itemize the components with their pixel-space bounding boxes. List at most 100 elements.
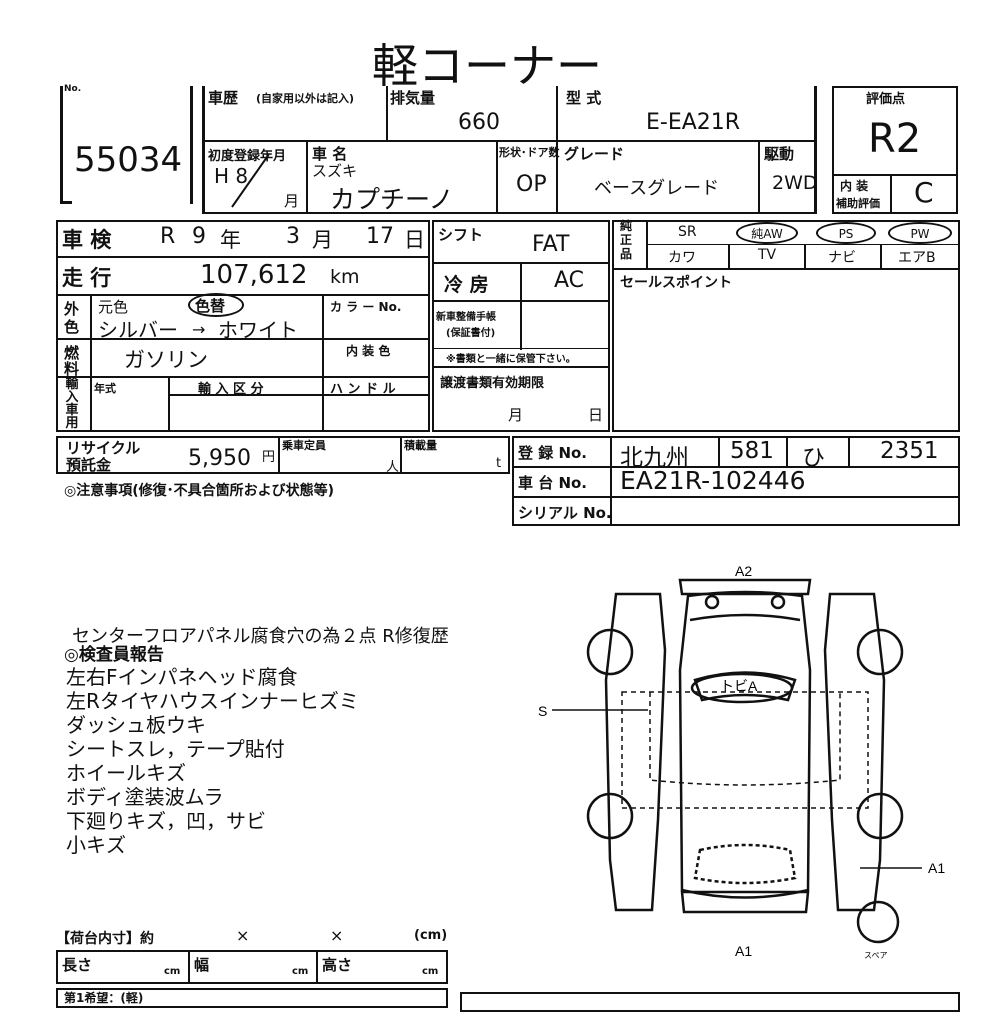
aircon-value: AC <box>554 268 585 293</box>
fuel-label-top: 燃 <box>64 344 80 362</box>
reg-class: 581 <box>730 438 774 464</box>
shift-label: シフト <box>438 226 484 244</box>
equip-ps: PS <box>816 222 876 244</box>
load-unit: t <box>496 456 502 471</box>
color-arrow: → <box>192 320 206 339</box>
cargo-unit: (cm) <box>414 928 448 943</box>
load-label: 積載量 <box>404 439 437 452</box>
note-item: ホイールキズ <box>66 761 186 785</box>
model-value: E-EA21R <box>646 110 741 135</box>
import-label-1: 輸 <box>65 377 79 392</box>
equip-tv: TV <box>758 247 777 263</box>
diagram-label-tobi: トビA <box>720 678 758 694</box>
cargo-width-label: 幅 <box>194 956 210 974</box>
recycle-label: リサイクル <box>66 439 141 457</box>
repaint-label: 色替 <box>195 297 226 315</box>
diagram-label-s: S <box>538 703 547 719</box>
mileage-label: 走 行 <box>62 266 112 290</box>
displacement-value: 660 <box>458 110 500 135</box>
reg-kana: ひ <box>802 445 825 471</box>
import-type-label: 輸 入 区 分 <box>198 382 264 397</box>
mileage-unit: km <box>330 266 360 288</box>
import-year-label: 年式 <box>94 382 116 395</box>
transfer-month-unit: 月 <box>508 406 524 424</box>
mileage-value: 107,612 <box>200 260 308 290</box>
inspection-month: 3 <box>286 224 300 249</box>
warranty-label: 新車整備手帳 <box>436 312 496 323</box>
note-item: 下廻りキズ，凹，サビ <box>66 809 266 833</box>
orig-color-label: 元色 <box>98 298 129 316</box>
aircon-label: 冷 房 <box>444 274 489 296</box>
reg-no-label: 登 録 No. <box>518 444 588 462</box>
interior-rating: C <box>914 176 934 209</box>
first-reg-year: H 8 <box>214 164 249 188</box>
note-item: 小キズ <box>66 833 126 857</box>
cargo-label: 【荷台内寸】約 <box>56 931 154 947</box>
new-color: ホワイト <box>218 318 298 342</box>
capacity-unit: 人 <box>386 460 400 475</box>
diagram-label-spare: スペア <box>864 951 887 960</box>
color-label-bottom: 色 <box>64 318 80 336</box>
recycle-value: 5,950 <box>188 446 251 471</box>
equip-airbag: エアB <box>898 250 936 266</box>
grade-label: グレード <box>564 145 625 163</box>
model-label: 型 式 <box>566 89 602 107</box>
note-item: 左右Fインパネヘッド腐食 <box>66 665 298 689</box>
reg-number: 2351 <box>880 438 939 464</box>
inspector-report-label: ◎検査員報告 <box>64 645 164 665</box>
note-item: ダッシュ板ウキ <box>66 713 206 737</box>
import-label-2: 入 <box>65 390 79 405</box>
rating-label: 評価点 <box>866 92 906 107</box>
inspection-era: R <box>160 224 176 249</box>
diagram-label-a2: A2 <box>735 563 752 579</box>
car-name: カプチーノ <box>330 185 454 214</box>
recycle-sub-label: 預託金 <box>66 456 112 474</box>
grade-value: ベースグレード <box>594 178 720 199</box>
fuel-label-bottom: 料 <box>64 360 80 378</box>
equip-label-2: 正 <box>620 233 633 247</box>
sales-point-label: セールスポイント <box>620 275 732 291</box>
cargo-width-unit: cm <box>292 966 309 977</box>
page-title: 軽コーナー <box>372 39 602 93</box>
interior-color-label: 内 装 色 <box>346 344 391 358</box>
inspection-month-unit: 月 <box>312 228 333 252</box>
chassis-label: 車 台 No. <box>518 474 588 492</box>
handle-label: ハ ン ド ル <box>330 382 396 397</box>
equip-sr: SR <box>678 224 697 240</box>
warranty-note: ※書類と一緒に保管下さい。 <box>446 354 576 365</box>
car-name-label: 車 名 <box>312 145 348 163</box>
equip-pw: PW <box>888 222 952 244</box>
note-item: シートスレ，テープ貼付 <box>66 737 285 761</box>
serial-label: シリアル No. <box>518 504 612 522</box>
cargo-x1: × <box>236 926 250 945</box>
cargo-height-unit: cm <box>422 966 439 977</box>
car-diagram: A2 トビA S A1 A1 スペア <box>538 563 945 960</box>
color-no-label: カ ラ ー No. <box>330 300 402 314</box>
cargo-length-label: 長さ <box>62 956 93 974</box>
diagram-label-a1-side: A1 <box>928 860 945 876</box>
maker: スズキ <box>312 162 358 180</box>
equip-label-3: 品 <box>620 247 633 261</box>
doors-value: OP <box>516 172 547 197</box>
inspection-day: 17 <box>366 224 394 249</box>
chassis-number: EA21R-102446 <box>620 466 806 495</box>
drive-label: 駆動 <box>764 145 795 163</box>
reg-area: 北九州 <box>620 445 689 471</box>
transfer-day-unit: 日 <box>588 406 604 424</box>
note-item: ボディ塗装波ムラ <box>66 785 224 809</box>
doors-label: 形状･ドア数 <box>499 146 560 159</box>
equip-label-1: 純 <box>620 219 633 233</box>
caution-label: ◎注意事項(修復･不具合箇所および状態等) <box>64 483 335 499</box>
interior-sub-label: 補助評価 <box>836 197 880 210</box>
capacity-label: 乗車定員 <box>282 439 326 452</box>
note-item: 左Rタイヤハウスインナーヒズミ <box>66 689 359 713</box>
import-label-3: 車 <box>65 403 79 418</box>
first-reg-label: 初度登録年月 <box>208 149 287 164</box>
drive-value: 2WD <box>772 172 818 194</box>
rating-value: R2 <box>868 116 922 162</box>
fuel-value: ガソリン <box>124 348 208 372</box>
inspection-year: 9 <box>192 224 206 249</box>
lot-number: 55034 <box>74 140 183 180</box>
cargo-length-unit: cm <box>164 966 181 977</box>
color-label-top: 外 <box>64 300 80 318</box>
